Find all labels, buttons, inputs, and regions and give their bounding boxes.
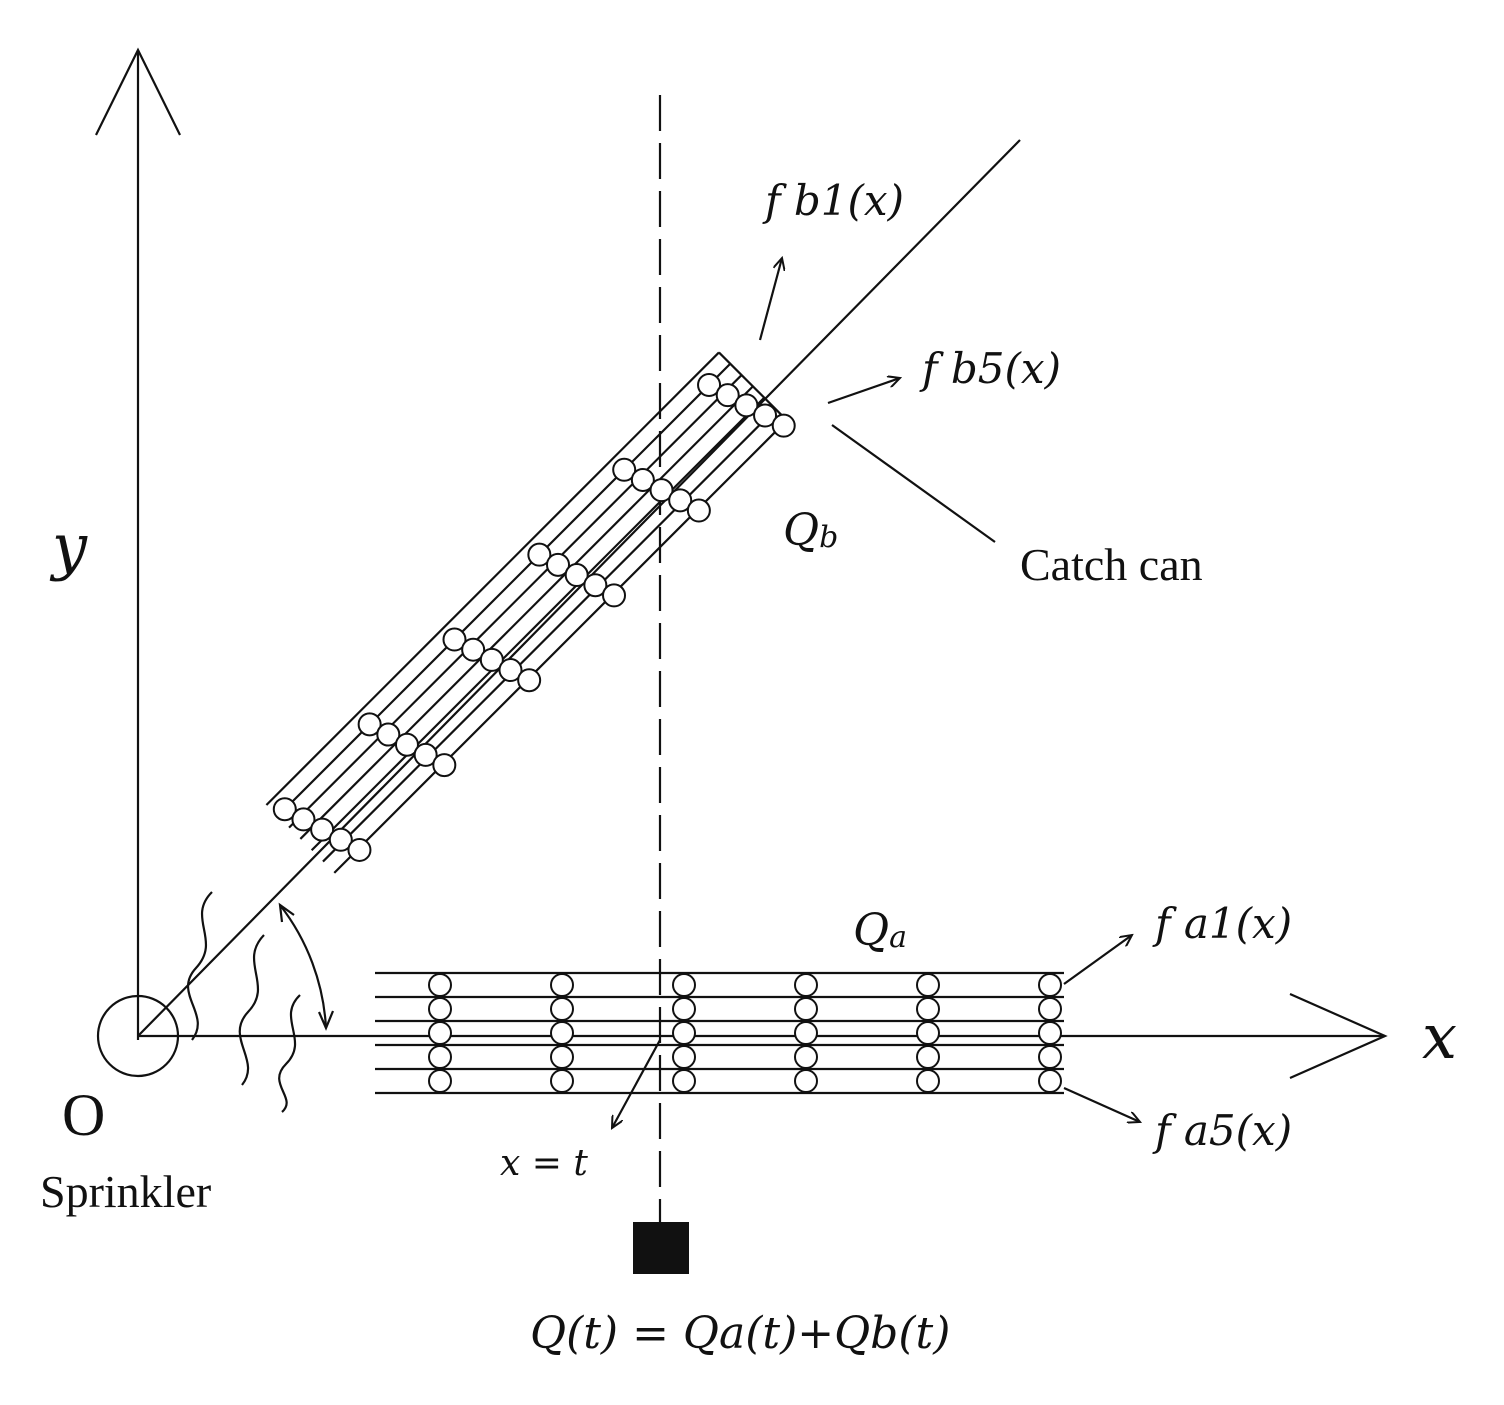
qb-label: Qb (783, 505, 838, 556)
catch-can (517, 668, 542, 693)
fa1-arrow (1063, 935, 1132, 985)
catch-can (479, 647, 504, 672)
catch-can (428, 1069, 452, 1093)
catch-can (357, 712, 382, 737)
catch-can (432, 753, 457, 778)
catch-can (498, 658, 523, 683)
catch-can (272, 797, 297, 822)
catch-can (1038, 1069, 1062, 1093)
catch-can (1038, 997, 1062, 1021)
catch-can (583, 573, 608, 598)
catch-can (546, 552, 571, 577)
catch-can (794, 997, 818, 1021)
catch-can (376, 722, 401, 747)
catch-can (428, 997, 452, 1021)
fb5-arrow (827, 378, 900, 405)
y-axis (95, 47, 181, 1040)
fa1-label: f a1(x) (1152, 899, 1292, 948)
diagonal-catch-can-rows (265, 351, 796, 874)
origin-label: O (62, 1082, 105, 1148)
catch-can (672, 997, 696, 1021)
catch-can (461, 637, 486, 662)
catch-can (916, 1045, 940, 1069)
catch-can (916, 997, 940, 1021)
catch-can (794, 1069, 818, 1093)
catch-can (794, 973, 818, 997)
catch-can (672, 1021, 696, 1045)
catch-can (916, 1069, 940, 1093)
catch-can (413, 742, 438, 767)
spray-waves (187, 891, 301, 1113)
catch-can (550, 1045, 574, 1069)
catch-can (550, 973, 574, 997)
x-eq-t-label: x = t (500, 1143, 588, 1184)
catch-can (916, 1021, 940, 1045)
catch-can (686, 498, 711, 523)
catch-can (672, 973, 696, 997)
catch-can (771, 413, 796, 438)
catch-can (328, 827, 353, 852)
diagonal-row-line (265, 351, 720, 806)
catch-can (550, 1021, 574, 1045)
horizontal-catch-can-rows (375, 971, 1064, 1095)
x-axis (138, 992, 1388, 1080)
sprinkler-label: Sprinkler (40, 1166, 211, 1217)
catch-can (1038, 1021, 1062, 1045)
measurement-block (633, 1222, 689, 1274)
catch-can (672, 1069, 696, 1093)
angle-arc (278, 902, 335, 1031)
catch-can (394, 732, 419, 757)
catch-can (794, 1045, 818, 1069)
catch-can (612, 457, 637, 482)
catch-can (564, 563, 589, 588)
catch-can (602, 583, 627, 608)
catch-can (697, 372, 722, 397)
diagonal-row-end (718, 351, 788, 422)
catch-can (428, 1021, 452, 1045)
catch-can (347, 837, 372, 862)
catch-can (794, 1021, 818, 1045)
fb5-label: f b5(x) (919, 344, 1061, 393)
y-axis-label: y (49, 510, 88, 583)
catch-can (672, 1045, 696, 1069)
catch-can (310, 817, 335, 842)
qa-label: Qa (853, 905, 907, 956)
fa5-label: f a5(x) (1152, 1106, 1292, 1155)
catch-can (1038, 973, 1062, 997)
diagonal-row-line (288, 374, 743, 829)
diagonal-line (137, 139, 1021, 1037)
diagonal-row-line (310, 396, 765, 852)
catch-can-label: Catch can (1020, 539, 1203, 590)
catch-can-leader (831, 424, 996, 543)
catch-can (291, 807, 316, 832)
catch-can (550, 997, 574, 1021)
catch-can (753, 403, 778, 428)
catch-can (668, 488, 693, 513)
diagonal-row-line (276, 362, 732, 818)
fb1-label: f b1(x) (762, 176, 904, 225)
catch-can (649, 478, 674, 503)
sprinkler-icon (96, 994, 180, 1078)
formula-label: Q(t) = Qa(t)+Qb(t) (530, 1308, 950, 1359)
catch-can (428, 1045, 452, 1069)
fb1-arrow (758, 258, 782, 341)
x-eq-t-arrow (612, 1039, 661, 1128)
catch-can (1038, 1045, 1062, 1069)
diagonal-row-line (333, 419, 788, 874)
x-axis-label: x (1422, 1000, 1457, 1073)
catch-can (630, 467, 655, 492)
fa5-arrow (1063, 1086, 1140, 1122)
diagonal-row-line (299, 385, 754, 840)
catch-can (550, 1069, 574, 1093)
catch-can (715, 383, 740, 408)
catch-can (527, 542, 552, 567)
catch-can (428, 973, 452, 997)
diagonal-row-line (322, 408, 777, 863)
catch-can (734, 393, 759, 418)
catch-can (916, 973, 940, 997)
catch-can (442, 627, 467, 652)
